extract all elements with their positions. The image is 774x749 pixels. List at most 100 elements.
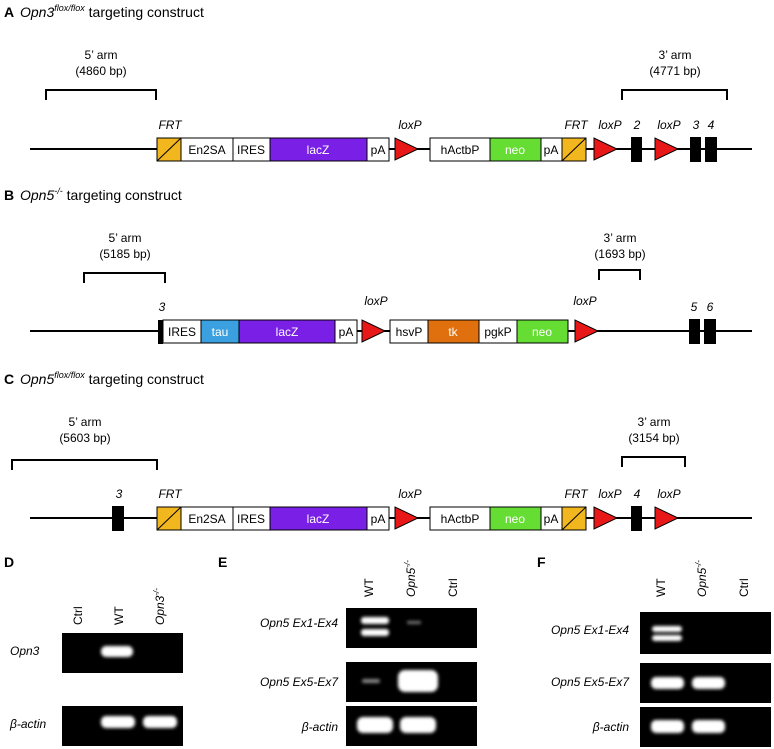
panel-f-bands-ex5ex7 — [651, 677, 725, 689]
panel-e-row-actin: β-actin — [301, 720, 339, 734]
panel-e-lane-wt: WT — [362, 578, 376, 597]
panel-b-ires-label: IRES — [168, 325, 196, 339]
panel-e-band-ex1ex4-ko-faint — [407, 621, 421, 624]
panel-b-exon3-label: 3 — [159, 300, 166, 314]
panel-f-band-ex5ex7-ko — [692, 677, 725, 689]
panel-d: D Ctrl WT Opn3-/- Opn3 β-actin — [4, 554, 183, 746]
panel-b-arm3-bracket — [598, 269, 641, 280]
panel-c-exon3-label: 3 — [116, 487, 123, 501]
panel-e-letter: E — [218, 554, 227, 570]
panel-a-frt-diag-1 — [156, 137, 182, 162]
panel-b-arm3-label: 3’ arm — [604, 231, 637, 245]
panel-d-lane-wt: WT — [112, 606, 126, 625]
panel-c-pa-box-1 — [366, 506, 390, 531]
panel-c-pa-label-1: pA — [371, 512, 386, 526]
panel-f-row-actin: β-actin — [592, 720, 630, 734]
panel-f-band-ex5ex7-wt — [651, 677, 684, 689]
panel-c-exon4 — [631, 506, 642, 531]
panel-a-letter: A — [4, 4, 14, 20]
panel-c-pa-label-2: pA — [544, 512, 559, 526]
panel-d-band-actin-ko — [143, 716, 177, 728]
panel-b-pa-label: pA — [339, 325, 354, 339]
panel-b-tau-label: tau — [212, 325, 229, 339]
panel-f: F WT Opn5-/- Ctrl Opn5 Ex1-Ex4 Opn5 Ex5-… — [537, 554, 771, 747]
panel-a-arm3-bracket — [621, 89, 728, 100]
panel-c-loxp-label-3: loxP — [657, 487, 680, 501]
panel-e-band-actin-wt — [357, 717, 393, 733]
panel-e-band-ex1ex4-wt-upper — [361, 617, 389, 624]
panel-a-frt-diag-2 — [561, 137, 587, 162]
panel-b-neo-box — [516, 319, 569, 344]
panel-e-lane-ko: Opn5-/- — [403, 560, 418, 597]
panel-a-arm5-label: 5’ arm — [85, 48, 118, 62]
panel-c-ires-label: IRES — [237, 512, 265, 526]
panel-e-bands-ex1ex4 — [361, 617, 421, 636]
panel-a-loxp-label-3: loxP — [657, 118, 680, 132]
panel-b-neo-label: neo — [532, 325, 552, 339]
panel-f-band-actin-ko — [692, 720, 725, 733]
panel-a-arm5-bracket — [45, 89, 157, 100]
panel-b-exon3 — [158, 320, 163, 344]
panel-e: E WT Opn5-/- Ctrl Opn5 Ex1-Ex4 Opn5 Ex5-… — [218, 554, 477, 746]
panel-b: B Opn5-/- targeting construct 5’ arm (51… — [4, 186, 752, 344]
panel-a-exon4 — [705, 137, 717, 162]
panel-a-loxp-label-1: loxP — [398, 118, 421, 132]
panel-a-title: Opn3flox/flox targeting construct — [20, 3, 204, 20]
panel-a-pa-label-1: pA — [371, 143, 386, 157]
panel-a-loxp-site-1 — [394, 137, 420, 161]
panel-a-loxp-site-2 — [593, 137, 619, 161]
panel-e-band-ex1ex4-wt-lower — [361, 629, 389, 636]
panel-c-letter: C — [4, 371, 14, 387]
panel-b-loxp-label-1: loxP — [364, 294, 387, 308]
panel-a-hactbp-label: hActbP — [441, 143, 480, 157]
panel-c-arm3-bp: (3154 bp) — [628, 431, 679, 445]
panel-a-frt-label-1: FRT — [158, 118, 183, 132]
panel-b-hsvp-label: hsvP — [396, 325, 423, 339]
panel-f-bands-actin — [651, 720, 725, 733]
panel-f-band-ex1ex4-wt-lower — [652, 635, 682, 641]
panel-f-bands-ex1ex4 — [652, 626, 682, 641]
panel-d-lane-ctrl: Ctrl — [71, 606, 85, 625]
panel-a-arm5-bp: (4860 bp) — [75, 64, 126, 78]
panel-a-arm3-bp: (4771 bp) — [649, 64, 700, 78]
panel-e-band-ex5ex7-ko — [398, 670, 438, 692]
panel-a-loxp-site-3 — [654, 137, 680, 161]
panel-b-pa-box — [334, 319, 358, 344]
panel-a-neo-label: neo — [505, 143, 525, 157]
panel-b-arm3-bp: (1693 bp) — [594, 247, 645, 261]
panel-f-gel-ex1ex4 — [640, 612, 771, 654]
panel-c-exon4-label: 4 — [634, 487, 641, 501]
panel-c-arm5-bp: (5603 bp) — [59, 431, 110, 445]
panel-c-lacz-label: lacZ — [307, 512, 330, 526]
panel-b-arm5-label: 5’ arm — [109, 231, 142, 245]
panel-a-frt-label-2: FRT — [564, 118, 589, 132]
panel-a-en2sa-label: En2SA — [188, 143, 225, 157]
panel-f-letter: F — [537, 554, 546, 570]
panel-e-bands-ex5ex7 — [362, 670, 438, 692]
panel-b-arm5-bp: (5185 bp) — [99, 247, 150, 261]
panel-b-exon5-label: 5 — [691, 300, 698, 314]
panel-c-frt-label-2: FRT — [564, 487, 589, 501]
panel-b-exon5 — [689, 319, 700, 344]
panel-c-loxp-label-1: loxP — [398, 487, 421, 501]
panel-c-frt-label-1: FRT — [158, 487, 183, 501]
panel-c-title: Opn5flox/flox targeting construct — [20, 370, 204, 387]
panel-a-lacz-label: lacZ — [307, 143, 330, 157]
panel-d-band-opn3-wt — [101, 646, 133, 657]
panel-f-lane-ctrl: Ctrl — [737, 578, 751, 597]
panel-a-loxp-label-2: loxP — [598, 118, 621, 132]
panel-e-row-ex5ex7: Opn5 Ex5-Ex7 — [260, 675, 339, 689]
panel-e-row-ex1ex4: Opn5 Ex1-Ex4 — [260, 616, 338, 630]
panel-b-letter: B — [4, 187, 14, 203]
panel-a-exon3 — [690, 137, 701, 162]
panel-b-exon6-label: 6 — [707, 300, 714, 314]
panel-d-lane-ko: Opn3-/- — [152, 588, 167, 625]
panel-c-frt-diag-2 — [561, 506, 587, 531]
panel-b-loxp-site-2 — [574, 319, 600, 343]
panel-c-loxp-site-1 — [394, 506, 420, 530]
panel-e-bands-actin — [357, 717, 436, 733]
panel-a-exon3-label: 3 — [693, 118, 700, 132]
panel-c-arm3-bracket — [621, 456, 686, 467]
